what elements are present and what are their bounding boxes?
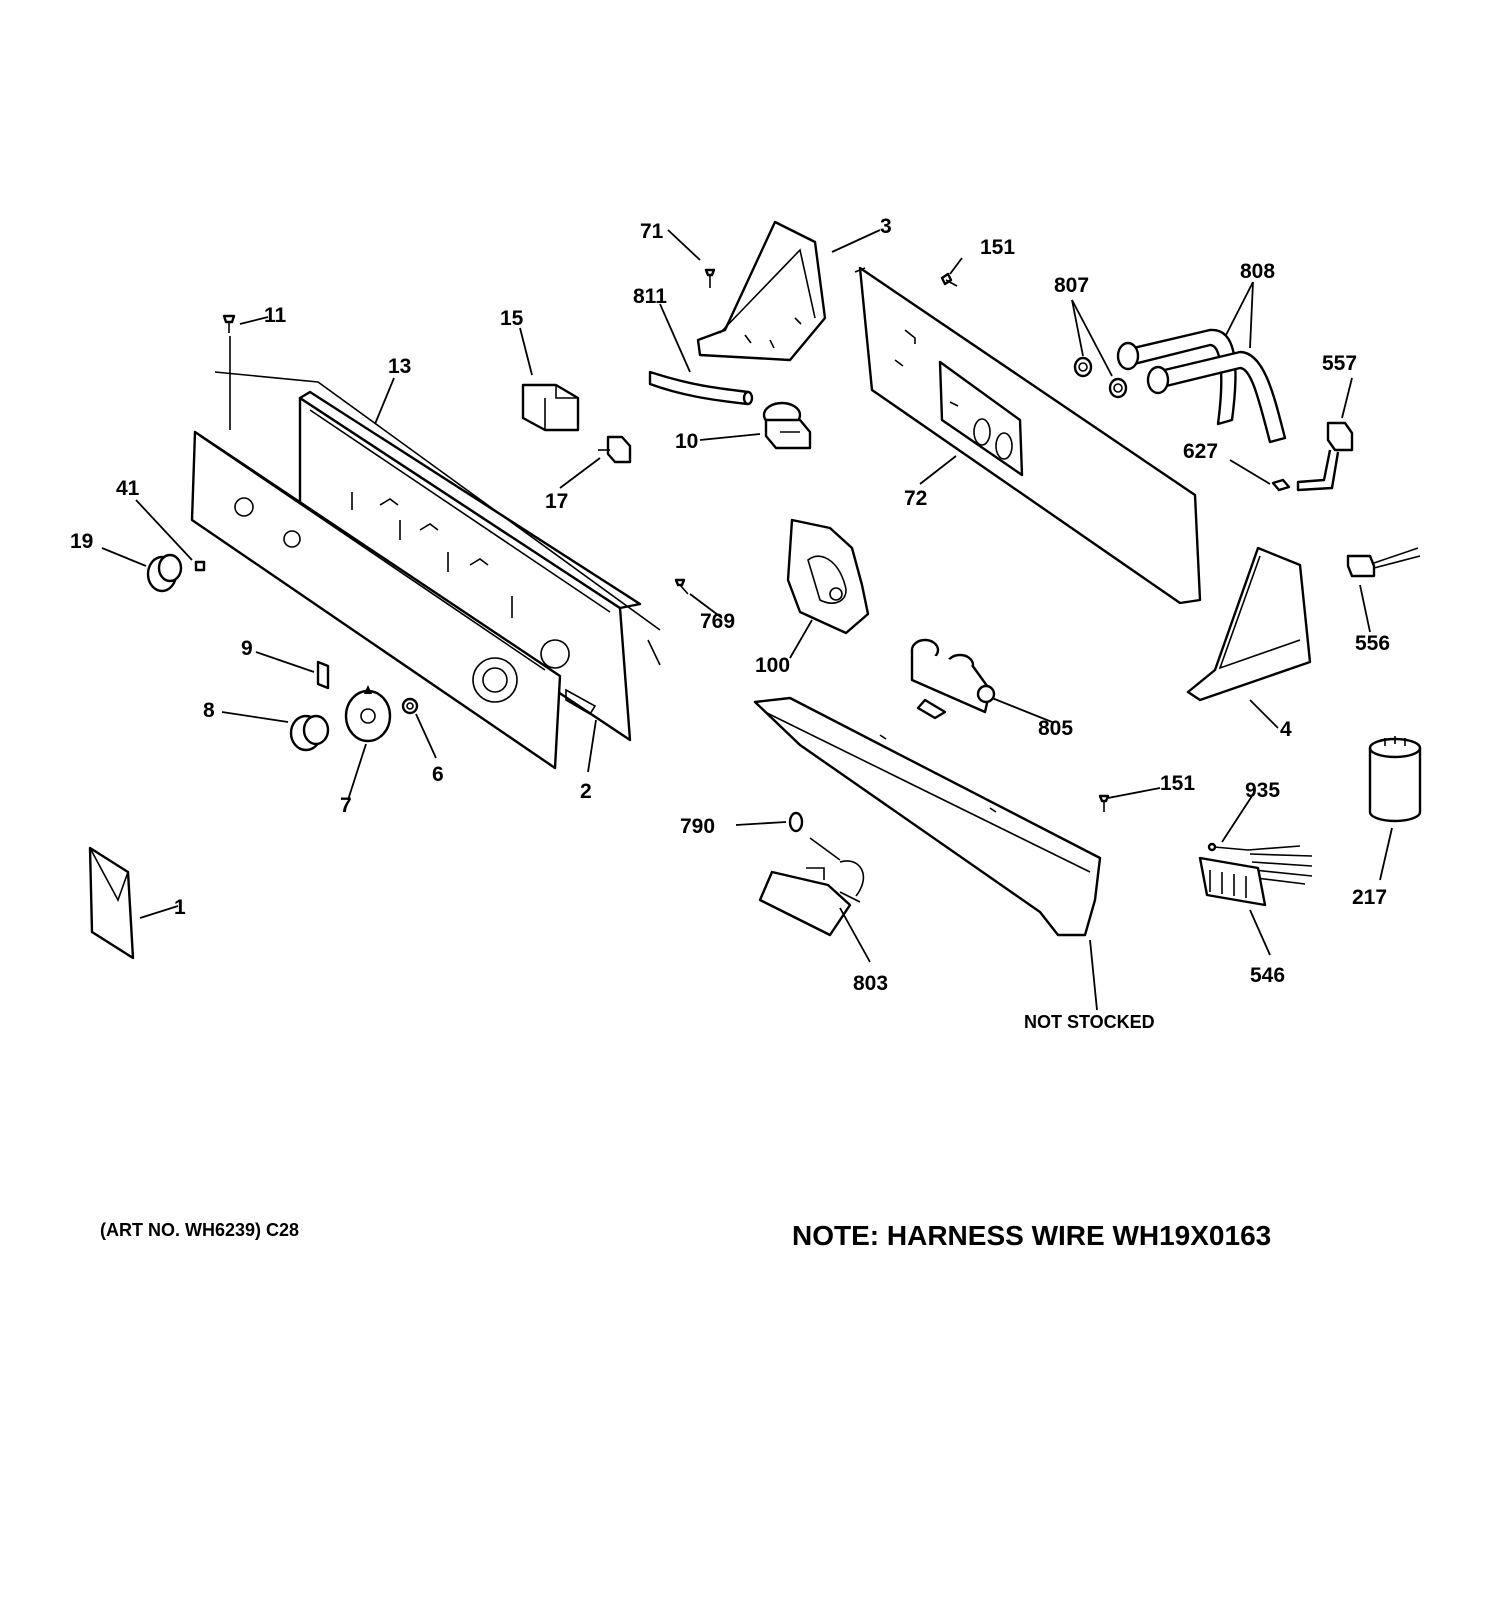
part-807-washer-b xyxy=(1108,377,1128,399)
callout-labels: 1 2 3 4 6 7 8 9 10 11 13 15 17 19 41 71 … xyxy=(70,215,1390,1251)
harness-note: NOTE: HARNESS WIRE WH19X0163 xyxy=(792,1220,1271,1251)
callout-8: 8 xyxy=(203,699,215,722)
part-627-plug xyxy=(1271,478,1291,492)
part-2-control-panel xyxy=(190,430,597,770)
part-6-nut xyxy=(401,697,419,715)
callout-72: 72 xyxy=(904,487,927,510)
part-7-dial xyxy=(344,685,392,743)
callout-556: 556 xyxy=(1355,632,1390,655)
callout-803: 803 xyxy=(853,972,888,995)
part-10-pressure-switch xyxy=(762,401,812,450)
callout-41: 41 xyxy=(116,477,140,500)
part-3-bracket xyxy=(696,220,827,362)
part-17-switch xyxy=(598,435,632,464)
part-13-backsplash-frame xyxy=(214,371,661,742)
callout-805: 805 xyxy=(1038,717,1073,740)
not-stocked-label: NOT STOCKED xyxy=(1024,1012,1155,1032)
callout-808: 808 xyxy=(1240,260,1275,283)
part-72-console-back xyxy=(854,266,1202,605)
callout-11: 11 xyxy=(264,304,287,327)
callout-557: 557 xyxy=(1322,352,1357,375)
callout-6: 6 xyxy=(432,763,444,786)
callout-4: 4 xyxy=(1280,718,1292,741)
callout-3: 3 xyxy=(880,215,892,238)
callout-1: 1 xyxy=(174,896,186,919)
callout-627: 627 xyxy=(1183,440,1218,463)
callout-217: 217 xyxy=(1352,886,1387,909)
part-not-stocked-rail xyxy=(753,696,1102,937)
leader-lines xyxy=(101,229,1393,1011)
callout-7: 7 xyxy=(340,794,352,817)
part-807-washer-a xyxy=(1073,356,1093,378)
callout-100: 100 xyxy=(755,654,790,677)
part-9-clip xyxy=(316,660,330,690)
callout-811: 811 xyxy=(633,285,667,308)
callout-19: 19 xyxy=(70,530,93,553)
callout-17: 17 xyxy=(545,490,568,513)
part-808-hoses xyxy=(1116,328,1287,444)
part-151-screw-b xyxy=(1098,794,1110,812)
part-546-terminal-block xyxy=(1198,856,1267,907)
part-803-bracket xyxy=(758,837,865,937)
part-41-insert xyxy=(194,560,206,572)
callout-9: 9 xyxy=(241,637,253,660)
callout-769: 769 xyxy=(700,610,735,633)
callout-807: 807 xyxy=(1054,274,1089,297)
part-1-envelope xyxy=(88,846,135,960)
part-11-screw xyxy=(222,314,236,430)
callout-10: 10 xyxy=(675,430,698,453)
callout-151-a: 151 xyxy=(980,236,1015,259)
part-790-clip xyxy=(788,811,804,833)
part-217-capacitor xyxy=(1368,736,1422,823)
part-935-harness xyxy=(1207,842,1313,885)
part-19-knob xyxy=(146,553,183,593)
callout-546: 546 xyxy=(1250,964,1285,987)
callout-790: 790 xyxy=(680,815,715,838)
part-557-connector xyxy=(1296,421,1354,492)
part-805-water-valve xyxy=(910,638,996,720)
part-8-knob xyxy=(289,714,330,752)
part-15-switch xyxy=(521,383,580,432)
callout-15: 15 xyxy=(500,307,524,330)
part-556-connector xyxy=(1346,547,1421,578)
part-100-timer xyxy=(786,518,870,635)
part-811-hose xyxy=(648,370,754,406)
part-4-side-bracket xyxy=(1186,546,1312,702)
callout-935: 935 xyxy=(1245,779,1280,802)
callout-151-b: 151 xyxy=(1160,772,1195,795)
art-number: (ART NO. WH6239) C28 xyxy=(100,1220,299,1240)
callout-71: 71 xyxy=(640,220,664,243)
part-769-screw xyxy=(674,578,689,595)
part-71-screw xyxy=(704,268,716,288)
callout-13: 13 xyxy=(388,355,411,378)
part-151-screw-a xyxy=(940,272,958,287)
callout-2: 2 xyxy=(580,780,592,803)
